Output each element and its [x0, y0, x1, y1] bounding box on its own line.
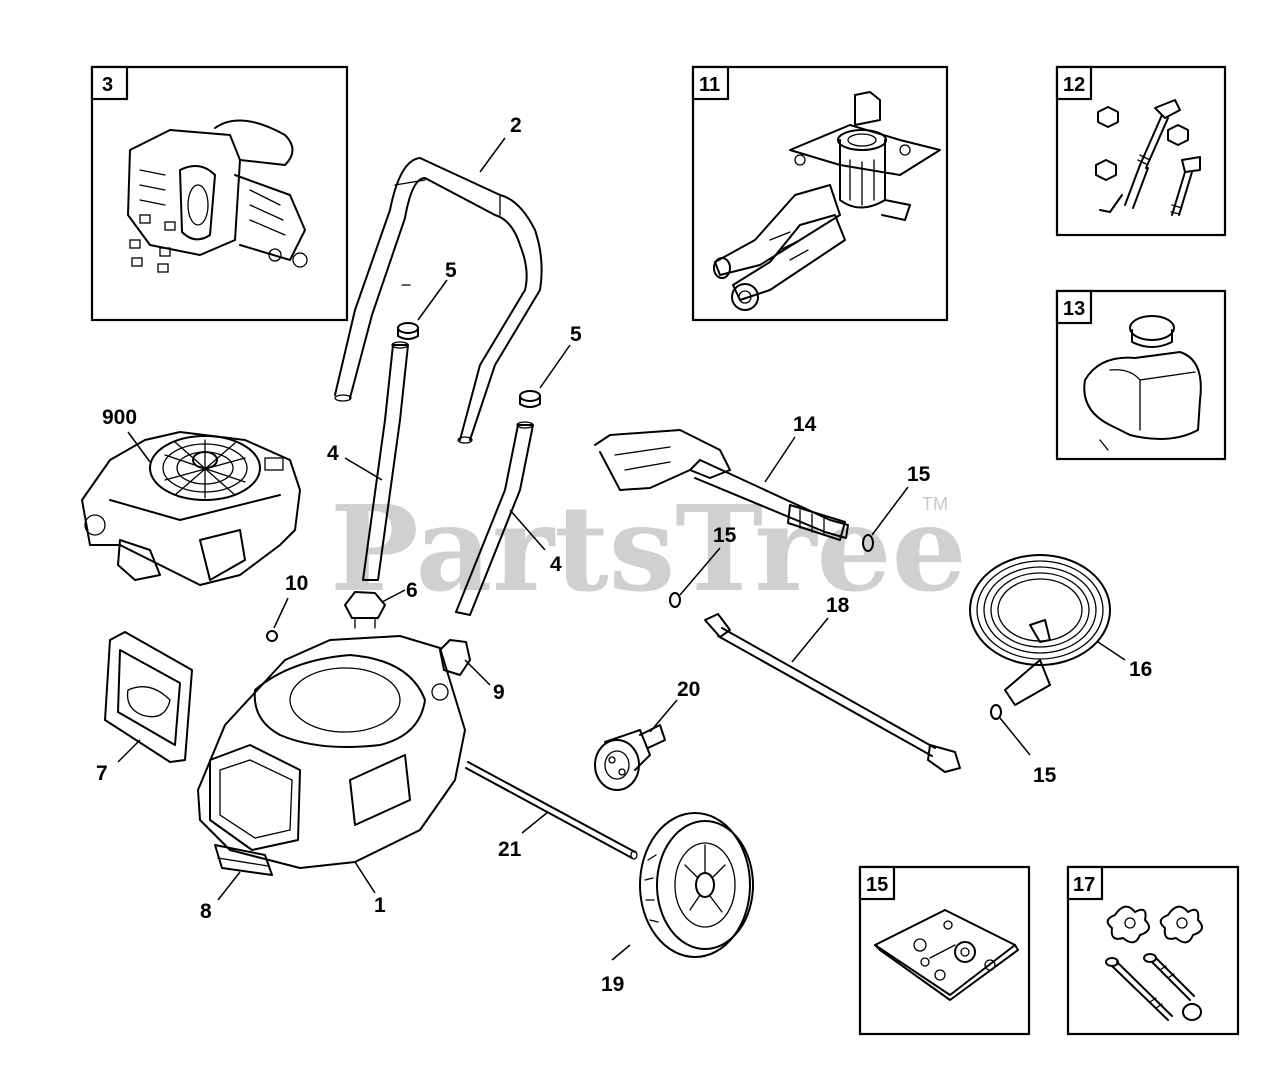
tube-part-4a — [362, 341, 409, 581]
knobs-bolts-illustration — [1105, 905, 1203, 1021]
wand-part-18 — [704, 613, 961, 773]
callout-21[interactable]: 21 — [498, 838, 522, 861]
handle-part-2 — [334, 157, 543, 444]
callout-1[interactable]: 1 — [374, 894, 386, 917]
inset-box-17[interactable]: 17 — [1066, 865, 1240, 1036]
callout-900[interactable]: 900 — [102, 406, 137, 429]
callout-5a[interactable]: 5 — [445, 259, 457, 282]
watermark-text: PartsTree — [330, 479, 967, 618]
callout-10[interactable]: 10 — [285, 572, 308, 595]
hose-part-16 — [969, 554, 1111, 706]
fuel-tank-illustration — [1083, 315, 1202, 451]
inset-box-15-label: 15 — [866, 874, 888, 896]
o-ring-part-10 — [266, 630, 278, 642]
washer-part-15b — [669, 592, 681, 608]
foot-part-8 — [214, 844, 273, 876]
axle-part-21 — [465, 761, 638, 860]
callout-5b[interactable]: 5 — [570, 323, 582, 346]
callout-15c[interactable]: 15 — [1033, 764, 1057, 787]
nozzle-part-20 — [594, 724, 666, 791]
callout-18[interactable]: 18 — [826, 594, 850, 617]
inset-box-17-label: 17 — [1073, 874, 1095, 896]
watermark-trademark: TM — [922, 494, 948, 514]
inset-box-12-label: 12 — [1063, 74, 1085, 96]
inset-box-11-label: 11 — [699, 74, 720, 96]
leader-lines — [117, 137, 1126, 961]
cap-part-5b — [519, 390, 541, 408]
wheel-part-19 — [639, 812, 754, 958]
engine-part-900 — [81, 431, 301, 586]
bolts-illustration — [1095, 99, 1201, 216]
pump-assembly-illustration — [713, 91, 941, 311]
frame-part-1 — [197, 635, 466, 869]
callout-6[interactable]: 6 — [406, 579, 418, 602]
bracket-part-9 — [439, 639, 471, 676]
panel-part-7 — [104, 631, 193, 763]
washer-part-15c — [990, 704, 1002, 720]
inset-box-3-label: 3 — [102, 74, 113, 96]
bracket-part-6 — [344, 591, 386, 629]
inset-box-3[interactable]: 3 — [90, 65, 349, 322]
callout-19[interactable]: 19 — [601, 973, 624, 996]
mounting-plate-illustration — [874, 909, 1019, 1001]
inset-box-13[interactable]: 13 — [1055, 289, 1227, 461]
pump-manifold-illustration — [127, 119, 308, 273]
callout-4b[interactable]: 4 — [550, 553, 562, 576]
callout-labels: 900 2 5 5 4 4 6 9 10 7 8 1 21 19 20 14 1… — [96, 114, 1152, 996]
inset-box-15[interactable]: 15 — [858, 865, 1031, 1036]
spray-gun-part-14 — [594, 429, 849, 541]
inset-box-13-label: 13 — [1063, 298, 1085, 320]
washer-part-15a — [862, 534, 874, 552]
cap-part-5a — [397, 322, 419, 340]
tube-part-4b — [455, 421, 534, 616]
callout-2[interactable]: 2 — [510, 114, 522, 137]
callout-20[interactable]: 20 — [677, 678, 700, 701]
callout-16[interactable]: 16 — [1129, 658, 1152, 681]
callout-8[interactable]: 8 — [200, 900, 212, 923]
callout-15a[interactable]: 15 — [907, 463, 931, 486]
inset-box-12[interactable]: 12 — [1055, 65, 1227, 237]
callout-9[interactable]: 9 — [493, 681, 505, 704]
callout-4a[interactable]: 4 — [327, 442, 339, 465]
callout-15b[interactable]: 15 — [713, 524, 737, 547]
callout-14[interactable]: 14 — [793, 413, 817, 436]
inset-box-11[interactable]: 11 — [691, 65, 949, 322]
callout-7[interactable]: 7 — [96, 762, 108, 785]
